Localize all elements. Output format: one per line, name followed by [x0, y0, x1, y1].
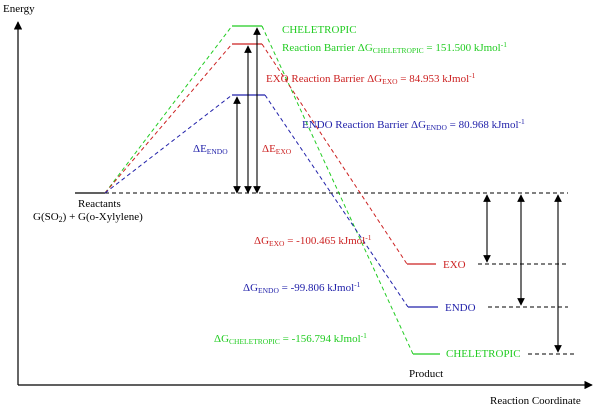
- endo-de-label: ΔEENDO: [193, 143, 228, 156]
- endo-path-up: [104, 94, 233, 194]
- cheletropic-ts-label: CHELETROPIC: [282, 24, 357, 36]
- y-axis-label: Energy: [3, 3, 35, 15]
- exo-path-down: [261, 43, 408, 265]
- cheletropic-product-label: CHELETROPIC: [446, 348, 521, 360]
- endo-barrier-label: ENDO Reaction Barrier ΔGENDO = 80.968 kJ…: [302, 117, 525, 132]
- reactants-label: Reactants: [78, 198, 121, 210]
- exo-product-label: EXO: [443, 259, 466, 271]
- exo-barrier-label: EXO Reaction Barrier ΔGEXO = 84.953 kJmo…: [266, 71, 476, 86]
- product-label: Product: [409, 368, 443, 380]
- endo-path-down: [264, 94, 409, 308]
- exo-dg-label: ΔGEXO = -100.465 kJmol-1: [254, 233, 372, 248]
- endo-dg-label: ΔGENDO = -99.806 kJmol-1: [243, 280, 361, 295]
- cheletropic-dg-label: ΔGCHELETROPIC = -156.794 kJmol-1: [214, 331, 367, 346]
- x-axis-label: Reaction Coordinate: [490, 395, 581, 407]
- exo-de-label: ΔEEXO: [262, 143, 292, 156]
- exo-path-up: [104, 43, 233, 194]
- cheletropic-barrier-label: Reaction Barrier ΔGCHELETROPIC = 151.500…: [282, 40, 507, 55]
- reactants-formula: G(SO2) + G(o-Xylylene): [33, 211, 143, 224]
- endo-product-label: ENDO: [445, 302, 476, 314]
